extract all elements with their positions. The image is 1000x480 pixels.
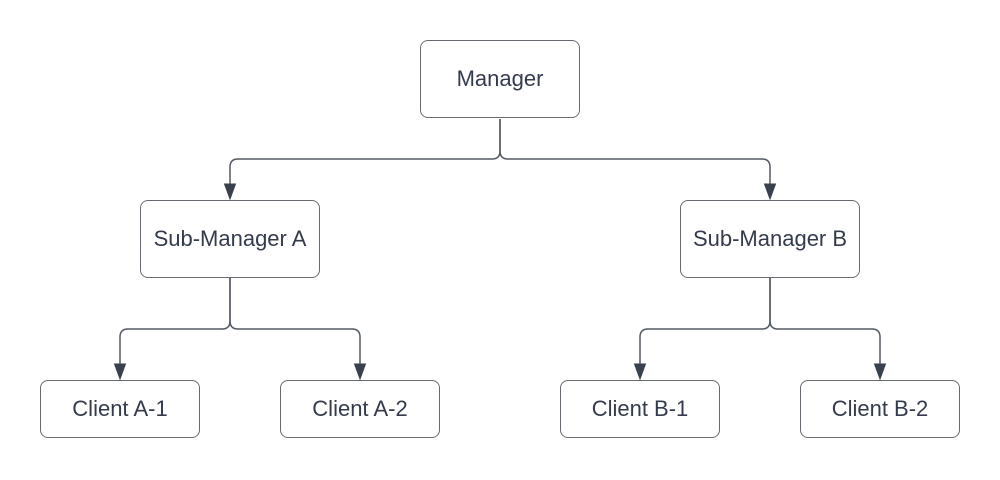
node-sub-manager-b-label: Sub-Manager B [692,225,848,251]
connector-manager-sub-b [499,119,771,184]
node-client-b2-label: Client B-2 [831,395,929,421]
node-sub-manager-b: Sub-Manager B [680,200,860,278]
node-sub-manager-a: Sub-Manager A [140,200,320,278]
arrowhead-client-b1 [633,363,647,381]
node-client-a2: Client A-2 [280,380,440,438]
arrowhead-client-b2 [873,363,887,381]
node-client-a1-label: Client A-1 [72,395,168,421]
connector-sub-a-client-a2 [229,278,361,364]
node-client-b2: Client B-2 [800,380,960,438]
arrowhead-sub-a [223,183,237,201]
node-manager-label: Manager [456,65,544,91]
node-client-b1-label: Client B-1 [591,395,689,421]
node-client-b1: Client B-1 [560,380,720,438]
arrowhead-sub-b [763,183,777,201]
node-client-a2-label: Client A-2 [312,395,408,421]
node-manager: Manager [420,40,580,118]
connector-manager-sub-a [229,119,501,184]
node-sub-manager-a-label: Sub-Manager A [153,225,307,251]
connector-sub-b-client-b2 [769,278,881,364]
connector-sub-b-client-b1 [639,278,771,364]
connector-sub-a-client-a1 [119,278,231,364]
arrowhead-client-a1 [113,363,127,381]
node-client-a1: Client A-1 [40,380,200,438]
arrowhead-client-a2 [353,363,367,381]
